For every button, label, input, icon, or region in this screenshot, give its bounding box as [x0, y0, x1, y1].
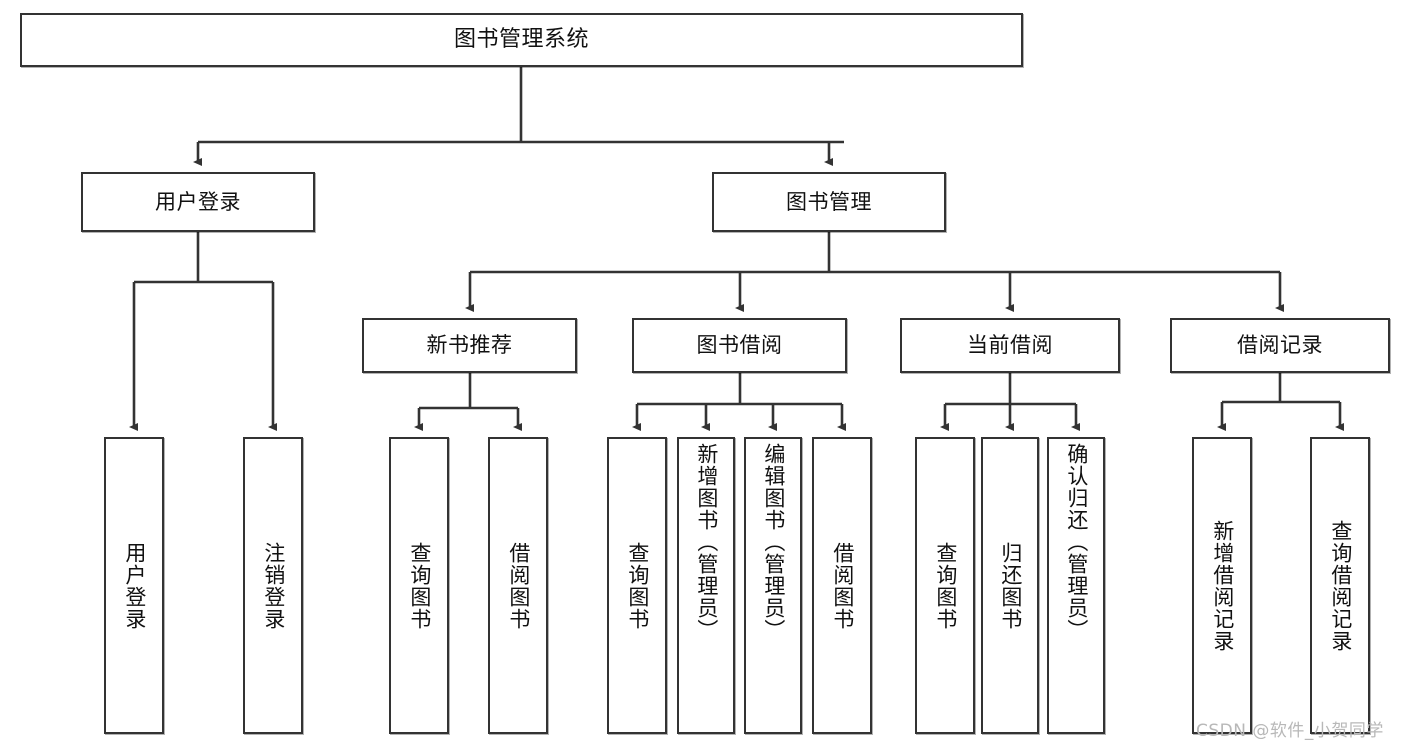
node-leaf-logout[interactable]: 注销登录 — [243, 437, 303, 734]
node-leaf-query-borrow-record[interactable]: 查询借阅记录 — [1310, 437, 1370, 734]
node-leaf-confirm-return[interactable]: 确认归还（管理员） — [1047, 437, 1105, 734]
node-label: 借阅图书 — [506, 541, 531, 630]
node-borrow-record[interactable]: 借阅记录 — [1170, 318, 1390, 373]
node-user-login[interactable]: 用户登录 — [81, 172, 315, 232]
node-label: 图书管理 — [786, 189, 872, 214]
node-leaf-borrow-book-2[interactable]: 借阅图书 — [812, 437, 872, 734]
node-label: 借阅记录 — [1237, 333, 1323, 358]
node-leaf-return-book[interactable]: 归还图书 — [981, 437, 1039, 734]
node-leaf-query-book-3[interactable]: 查询图书 — [915, 437, 975, 734]
node-label: 查询借阅记录 — [1328, 519, 1353, 652]
node-label: 查询图书 — [933, 541, 958, 630]
node-book-management[interactable]: 图书管理 — [712, 172, 946, 232]
node-label: 新书推荐 — [426, 333, 513, 358]
node-leaf-add-book[interactable]: 新增图书（管理员） — [677, 437, 735, 734]
node-new-book-recommend[interactable]: 新书推荐 — [362, 318, 577, 373]
node-label: 新增图书（管理员） — [694, 443, 719, 641]
node-leaf-borrow-book-1[interactable]: 借阅图书 — [488, 437, 548, 734]
watermark-text: CSDN @软件_小贺同学 — [1196, 721, 1384, 741]
node-label: 注销登录 — [261, 541, 286, 630]
node-label: 用户登录 — [122, 541, 147, 630]
node-label: 编辑图书（管理员） — [761, 443, 786, 641]
node-book-borrow[interactable]: 图书借阅 — [632, 318, 847, 373]
node-leaf-edit-book[interactable]: 编辑图书（管理员） — [744, 437, 802, 734]
node-label: 新增借阅记录 — [1210, 519, 1235, 652]
node-label: 当前借阅 — [967, 333, 1053, 358]
node-label: 借阅图书 — [830, 541, 855, 630]
node-leaf-query-book-2[interactable]: 查询图书 — [607, 437, 667, 734]
node-label: 查询图书 — [407, 541, 432, 630]
node-root-system[interactable]: 图书管理系统 — [20, 13, 1023, 67]
node-leaf-query-book-1[interactable]: 查询图书 — [389, 437, 449, 734]
node-label: 确认归还（管理员） — [1064, 443, 1089, 641]
node-label: 用户登录 — [155, 189, 241, 214]
node-leaf-add-borrow-record[interactable]: 新增借阅记录 — [1192, 437, 1252, 734]
node-current-borrow[interactable]: 当前借阅 — [900, 318, 1120, 373]
node-label: 查询图书 — [625, 541, 650, 630]
node-label: 图书借阅 — [696, 333, 783, 358]
node-leaf-user-login[interactable]: 用户登录 — [104, 437, 164, 734]
node-label: 图书管理系统 — [453, 27, 589, 53]
node-label: 归还图书 — [998, 541, 1023, 630]
